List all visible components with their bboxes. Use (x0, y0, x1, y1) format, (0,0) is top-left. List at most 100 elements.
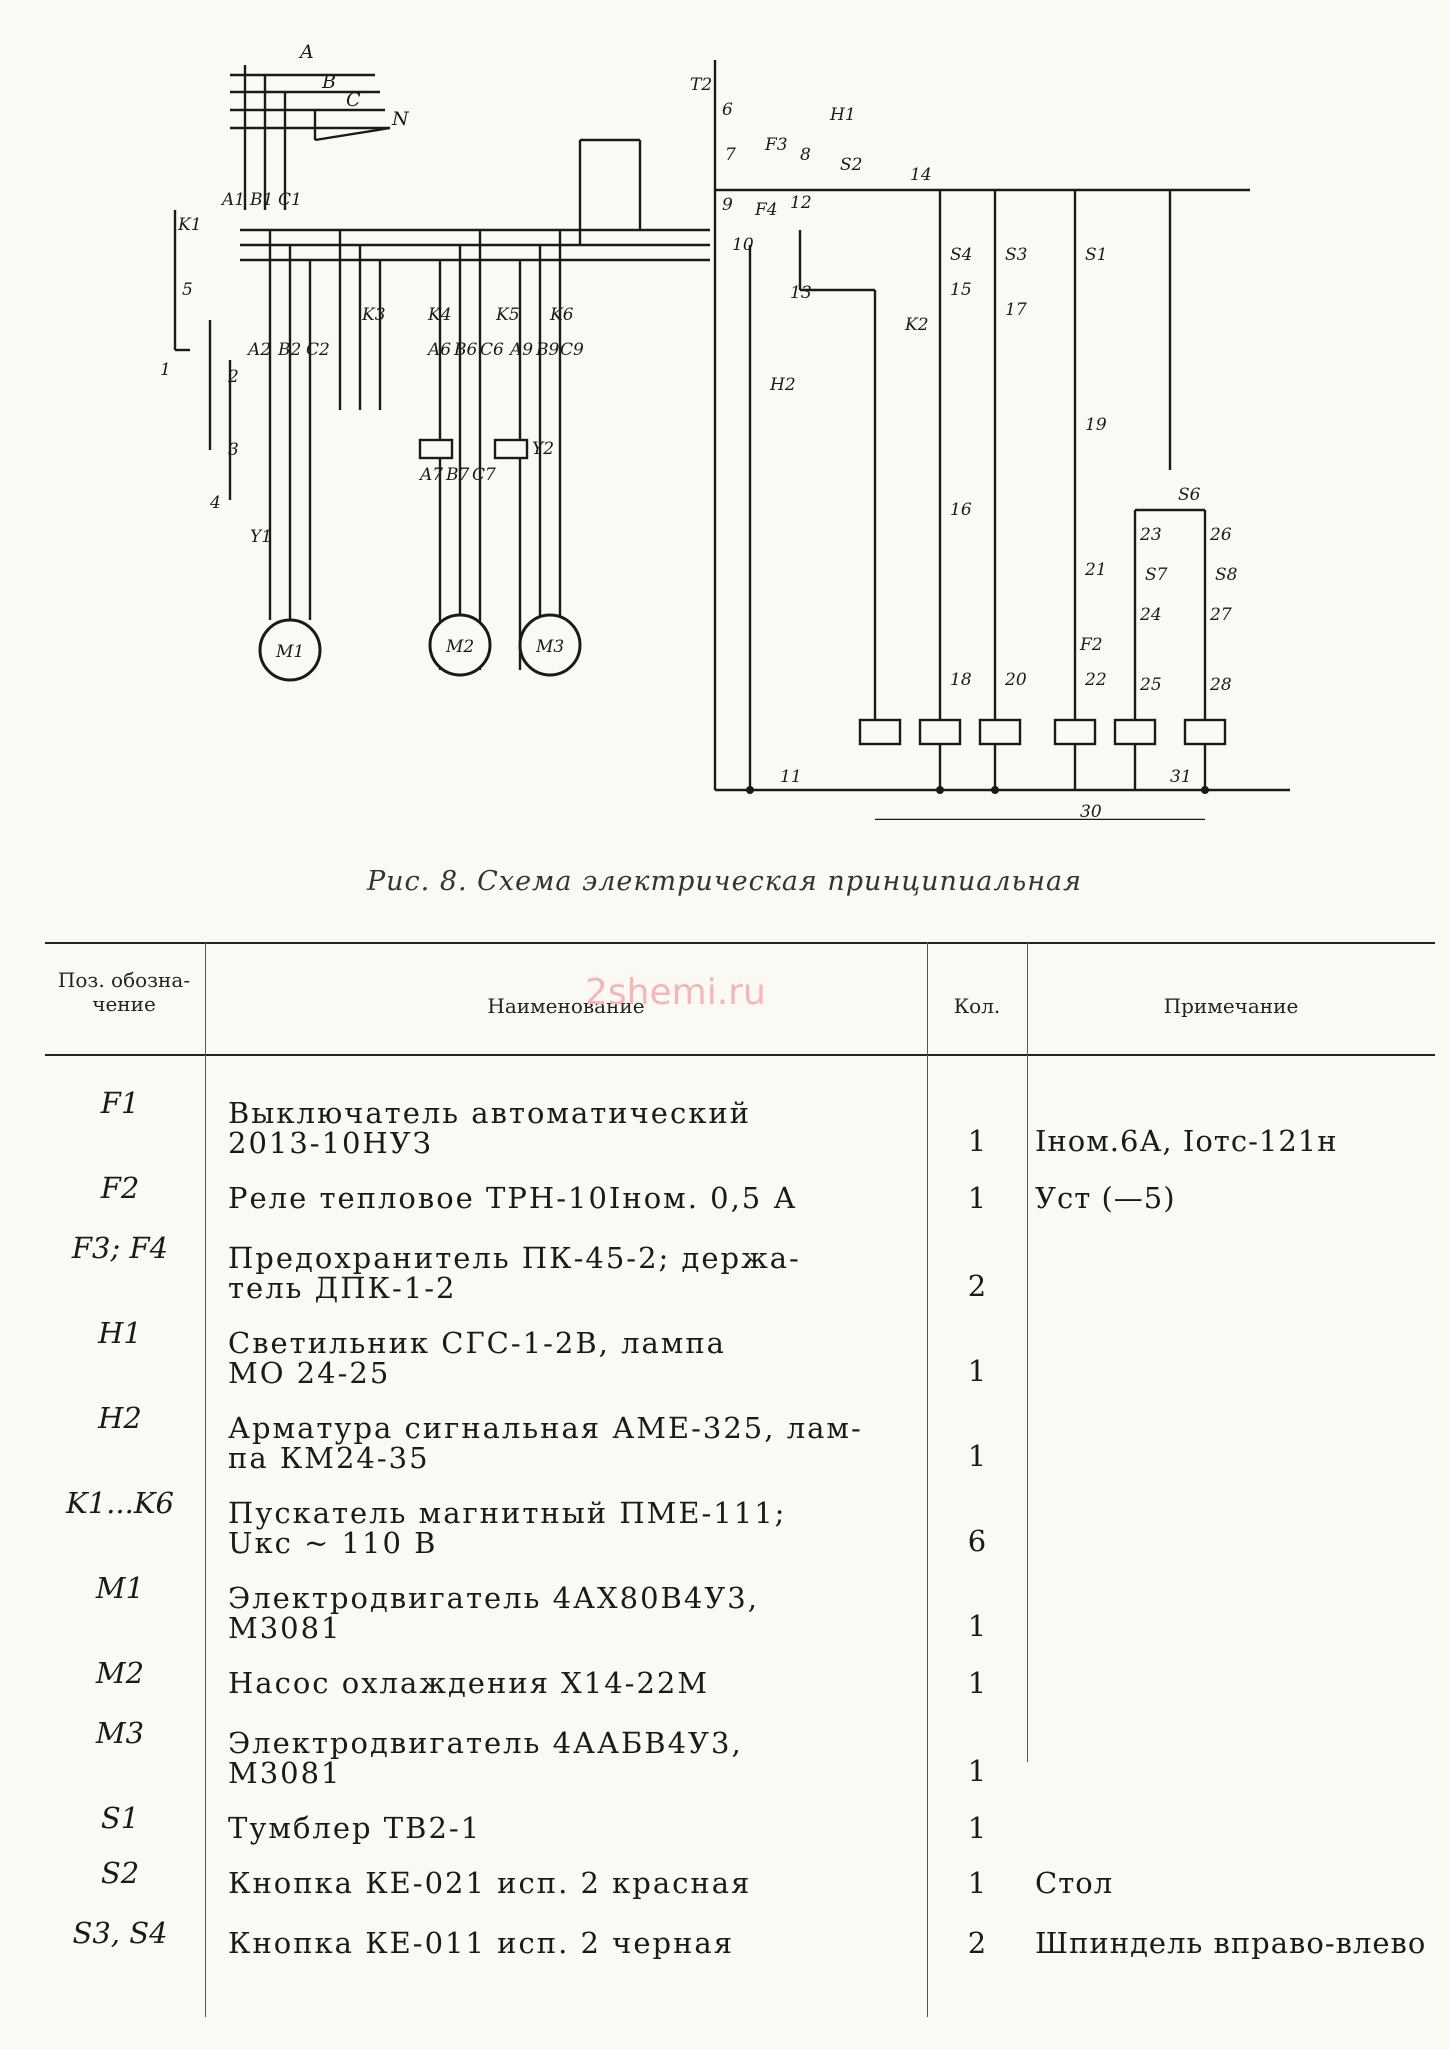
row-name-line1: Кнопка КЕ-011 исп. 2 черная (228, 1926, 734, 1960)
label-19: 19 (1085, 415, 1107, 435)
row-name-line1: Электродвигатель 4ААБВ4У3, (228, 1726, 743, 1760)
label-S7: S7 (1145, 565, 1168, 585)
label-15: 15 (950, 280, 972, 300)
figure-caption: Рис. 8. Схема электрическая принципиальн… (367, 866, 1082, 897)
row-note: Стол (1035, 1866, 1114, 1900)
row-quantity: 6 (967, 1524, 987, 1558)
label-25: 25 (1139, 675, 1162, 695)
watermark: 2shemi.ru (585, 972, 766, 1013)
label-12: 12 (790, 193, 812, 213)
motor-M1 (258, 618, 322, 682)
label-21: 21 (1084, 560, 1107, 580)
coil-K2 (918, 718, 962, 746)
row-name-line2: Uкс ~ 110 В (228, 1526, 438, 1560)
label-B6: B6 (453, 340, 477, 360)
label-B: B (321, 71, 336, 93)
label-K5: K5 (495, 305, 520, 325)
electrical-schematic: A B C N A1 B1 C1 K1 5 1 2 3 4 Y1 A2 B2 C… (160, 41, 1290, 820)
header-note: Примечание (1163, 994, 1299, 1018)
row-note: Iном.6А, Iотс-121н (1035, 1124, 1338, 1158)
label-26: 26 (1209, 525, 1232, 545)
row-quantity: 1 (967, 1609, 987, 1643)
label-16: 16 (950, 500, 972, 520)
row-position: H1 (98, 1316, 142, 1350)
row-note: Уст (—5) (1035, 1181, 1176, 1215)
label-C6: C6 (480, 340, 504, 360)
label-28: 28 (1209, 675, 1232, 695)
label-A: A (298, 41, 314, 63)
header-name: Наименование (487, 994, 645, 1018)
row-quantity: 1 (967, 1811, 987, 1845)
label-5: 5 (182, 280, 193, 300)
label-C2: C2 (306, 340, 330, 360)
label-C: C (346, 89, 361, 111)
label-23: 23 (1139, 525, 1162, 545)
row-quantity: 1 (967, 1439, 987, 1473)
row-name-line2: па КМ24-35 (228, 1441, 430, 1475)
label-M3: M3 (535, 637, 564, 657)
label-18: 18 (950, 670, 972, 690)
row-quantity: 1 (967, 1754, 987, 1788)
coil-K3 (978, 718, 1022, 746)
label-K6: K6 (549, 305, 574, 325)
label-14: 14 (910, 165, 932, 185)
label-31: 31 (1170, 767, 1192, 787)
coil-K5 (1113, 718, 1157, 746)
contactor-contacts (268, 230, 562, 670)
col-divider-2 (927, 942, 928, 2017)
label-F2: F2 (1079, 635, 1103, 655)
label-F4: F4 (754, 200, 778, 220)
row-quantity: 1 (967, 1666, 987, 1700)
row-name-line1: Реле тепловое ТРН-10Iном. 0,5 А (228, 1181, 798, 1215)
label-A6: A6 (426, 340, 451, 360)
row-position: S2 (100, 1856, 140, 1890)
row-name-line1: Предохранитель ПК-45-2; держа- (228, 1241, 801, 1275)
label-S2: S2 (840, 155, 862, 175)
label-Y1: Y1 (250, 527, 272, 547)
row-name-line1: Светильник СГС-1-2В, лампа (228, 1326, 726, 1360)
label-4: 4 (209, 493, 221, 513)
label-6: 6 (722, 100, 733, 120)
coil-Y2 (493, 438, 529, 460)
label-H1: H1 (829, 105, 856, 125)
label-2: 2 (227, 367, 239, 387)
label-B9: B9 (535, 340, 559, 360)
label-3: 3 (228, 440, 239, 460)
row-name-line2: тель ДПК-1-2 (228, 1271, 457, 1305)
label-11: 11 (780, 767, 802, 787)
coil-K4 (1053, 718, 1097, 746)
row-name-line2: 2013-10НУЗ (228, 1126, 433, 1160)
label-22: 22 (1084, 670, 1107, 690)
col-divider-3 (1027, 942, 1028, 1762)
label-Y2: Y2 (532, 439, 554, 459)
col-divider-1 (205, 942, 206, 2017)
motor-M3 (518, 613, 582, 677)
label-A1: A1 (220, 190, 245, 210)
label-K3: K3 (361, 305, 386, 325)
label-S6: S6 (1178, 485, 1201, 505)
label-N: N (391, 108, 410, 130)
row-name-line1: Пускатель магнитный ПМЕ-111; (228, 1496, 787, 1530)
label-A7: A7 (418, 465, 443, 485)
row-position: M3 (95, 1716, 145, 1750)
row-quantity: 1 (967, 1124, 987, 1158)
row-position: F2 (100, 1171, 140, 1205)
label-9: 9 (722, 195, 733, 215)
row-name-line2: М3081 (228, 1756, 342, 1790)
label-B2: B2 (277, 340, 301, 360)
label-S4: S4 (950, 245, 972, 265)
label-K1-left: K1 (177, 215, 202, 235)
row-position: F1 (100, 1086, 140, 1120)
row-note: Шпиндель вправо-влево (1035, 1926, 1427, 1960)
label-27: 27 (1209, 605, 1232, 625)
label-F3: F3 (764, 135, 788, 155)
label-17: 17 (1005, 300, 1027, 320)
header-qty: Кол. (953, 994, 1001, 1018)
label-M1: M1 (275, 642, 304, 662)
row-name-line1: Насос охлаждения Х14-22М (228, 1666, 710, 1700)
label-S1: S1 (1085, 245, 1107, 265)
row-position: K1...K6 (66, 1486, 174, 1520)
row-quantity: 2 (967, 1269, 987, 1303)
control-circuit (713, 60, 1290, 820)
label-13: 13 (790, 283, 812, 303)
